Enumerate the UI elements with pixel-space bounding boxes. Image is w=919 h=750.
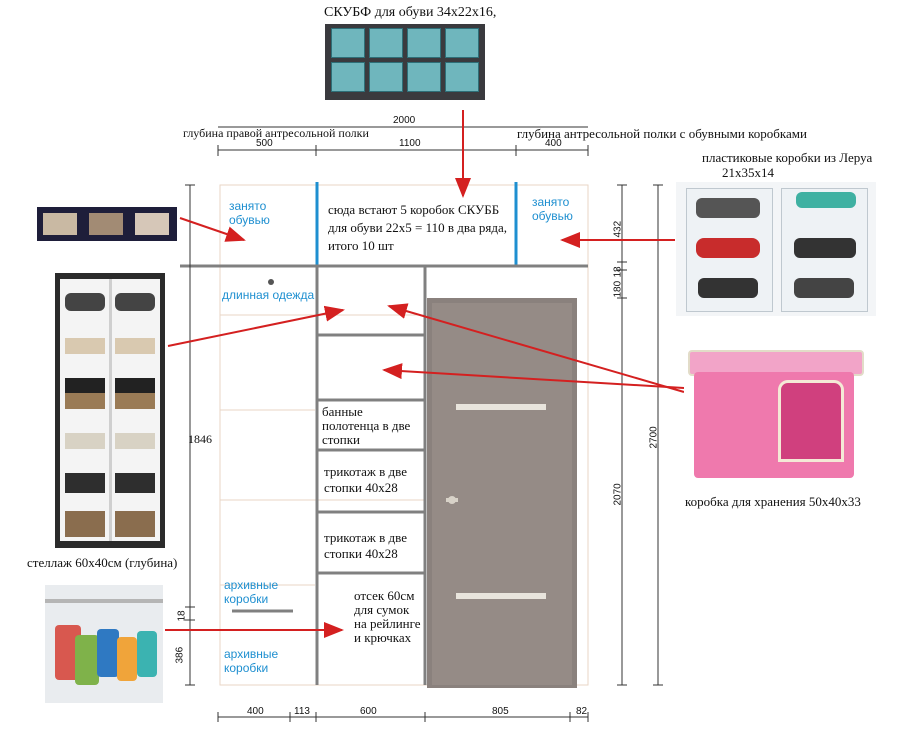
dim-left-bottom: 386 bbox=[174, 646, 186, 664]
archive-top-label: архивные коробки bbox=[224, 578, 279, 606]
red-arrows bbox=[165, 110, 685, 638]
storage-box-photo bbox=[684, 344, 866, 482]
plastic-boxes-label: пластиковые коробки из Леруа bbox=[702, 150, 873, 165]
occupied-left-label: занято обувью bbox=[229, 199, 270, 227]
storage-box-label: коробка для хранения 50x40x33 bbox=[685, 494, 861, 509]
shoe-box-photo bbox=[325, 24, 485, 100]
mezzanine-note: сюда встают 5 коробок СКУББ для обуви 22… bbox=[328, 202, 507, 253]
dim-bottom-d: 805 bbox=[492, 706, 509, 717]
small-boxes-photo bbox=[37, 207, 177, 241]
bags-compartment-label: отсек 60см для сумок на рейлинге и крючк… bbox=[354, 588, 421, 645]
dim-right-door: 2070 bbox=[612, 483, 624, 506]
dim-left-gap: 18 bbox=[176, 610, 188, 622]
towels-label: банные полотенца в две стопки bbox=[322, 404, 411, 447]
bags-photo bbox=[45, 585, 163, 703]
occupied-right-label: занято обувью bbox=[532, 195, 573, 223]
shoe-box-title: СКУБФ для обуви 34x22x16, bbox=[324, 5, 497, 20]
rail-dot bbox=[268, 279, 274, 285]
rack-photo bbox=[55, 273, 165, 548]
dim-right-total: 2700 bbox=[648, 426, 660, 449]
long-clothes-label: длинная одежда bbox=[222, 288, 315, 302]
plastic-boxes-size: 21x35x14 bbox=[722, 165, 774, 180]
dim-bottom-c: 600 bbox=[360, 706, 377, 717]
knit-label-2: трикотаж в две стопки 40x28 bbox=[324, 530, 407, 561]
left-depth-label: глубина правой антресольной полки bbox=[183, 126, 369, 140]
dimension-lines bbox=[185, 126, 663, 722]
dim-right-shelf: 180 bbox=[612, 280, 624, 298]
knit-label-1: трикотаж в две стопки 40x28 bbox=[324, 464, 407, 495]
door bbox=[427, 298, 577, 688]
rack-label: стеллаж 60x40см (глубина) bbox=[27, 555, 178, 570]
dim-left-total: 1846 bbox=[188, 432, 212, 446]
plastic-boxes-photo bbox=[676, 182, 876, 316]
dim-right-top: 432 bbox=[612, 220, 624, 238]
dim-bottom-e: 82 bbox=[576, 706, 588, 717]
archive-bottom-label: архивные коробки bbox=[224, 647, 279, 675]
dim-top-middle: 1100 bbox=[399, 138, 421, 149]
dim-bottom-b: 113 bbox=[294, 706, 310, 717]
middle-shelves bbox=[317, 333, 425, 575]
dim-bottom-a: 400 bbox=[247, 706, 264, 717]
dim-top-left: 500 bbox=[256, 138, 273, 149]
dim-top-right: 400 bbox=[545, 138, 562, 149]
right-depth-label: глубина антресольной полки с обувными ко… bbox=[517, 126, 807, 141]
dim-top-total: 2000 bbox=[393, 115, 416, 126]
